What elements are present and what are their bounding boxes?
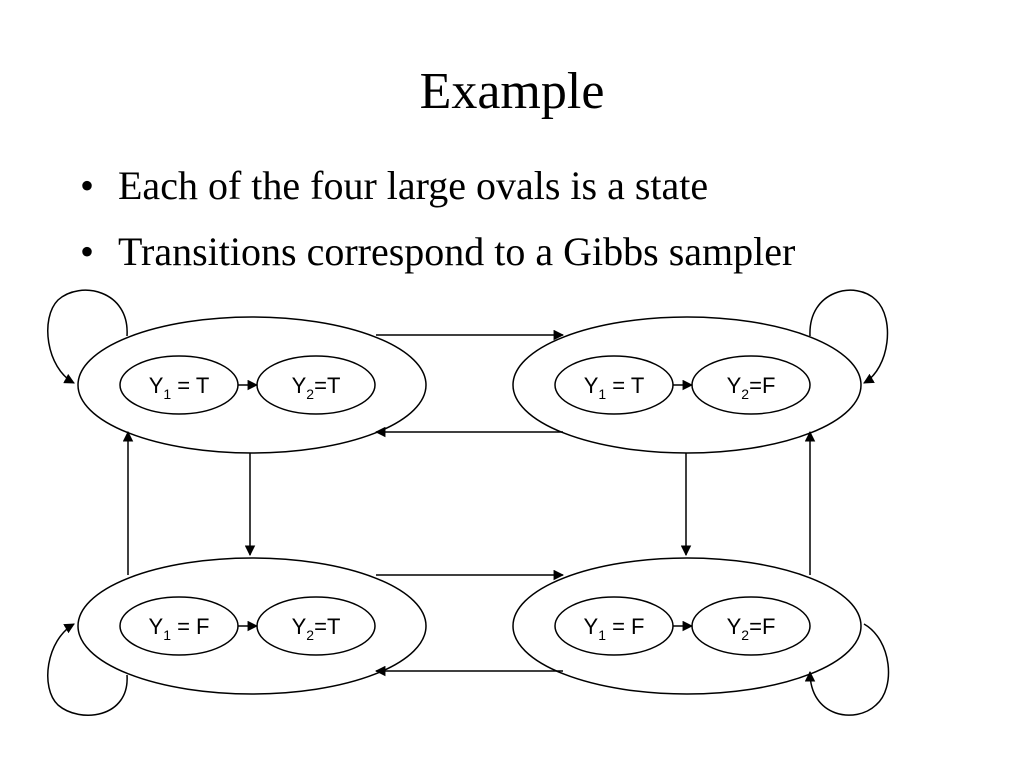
variable-name: Y bbox=[149, 614, 164, 639]
self-loop-ft bbox=[47, 623, 128, 716]
self-loop-ff bbox=[804, 623, 890, 716]
variable-label: Y1 = T bbox=[149, 373, 210, 402]
variable-value: =T bbox=[314, 614, 340, 639]
variable-value: = F bbox=[606, 614, 645, 639]
bullet-item: • Each of the four large ovals is a stat… bbox=[80, 166, 795, 206]
bullet-text: Each of the four large ovals is a state bbox=[118, 163, 709, 208]
self-loop-tt bbox=[47, 289, 128, 384]
bullet-text: Transitions correspond to a Gibbs sample… bbox=[118, 229, 796, 274]
state-oval bbox=[77, 316, 427, 454]
bullet-icon: • bbox=[80, 163, 95, 208]
variable-subscript: 1 bbox=[163, 386, 171, 402]
variable-value: =T bbox=[314, 373, 340, 398]
variable-value: = F bbox=[171, 614, 210, 639]
variable-name: Y bbox=[727, 614, 742, 639]
variable-name: Y bbox=[727, 373, 742, 398]
variable-name: Y bbox=[584, 614, 599, 639]
slide-title: Example bbox=[419, 63, 605, 120]
variable-label: Y1 = F bbox=[584, 614, 645, 643]
variable-label: Y2=F bbox=[727, 614, 776, 643]
variable-value: =F bbox=[749, 373, 775, 398]
variable-name: Y bbox=[292, 373, 307, 398]
variable-subscript: 2 bbox=[741, 627, 749, 643]
state-oval bbox=[512, 557, 862, 695]
bullet-icon: • bbox=[80, 229, 95, 274]
bullet-list: • Each of the four large ovals is a stat… bbox=[80, 166, 795, 298]
bullet-item: • Transitions correspond to a Gibbs samp… bbox=[80, 232, 795, 272]
variable-label: Y2=T bbox=[292, 614, 341, 643]
variable-label: Y2=F bbox=[727, 373, 776, 402]
state-oval bbox=[77, 557, 427, 695]
variable-name: Y bbox=[292, 614, 307, 639]
variable-label: Y2=T bbox=[292, 373, 341, 402]
variable-subscript: 1 bbox=[163, 627, 171, 643]
variable-subscript: 2 bbox=[306, 627, 314, 643]
variable-label: Y1 = T bbox=[584, 373, 645, 402]
state-oval bbox=[512, 316, 862, 454]
variable-subscript: 1 bbox=[598, 627, 606, 643]
variable-subscript: 2 bbox=[306, 386, 314, 402]
variable-value: =F bbox=[749, 614, 775, 639]
variable-value: = T bbox=[171, 373, 209, 398]
variable-name: Y bbox=[149, 373, 164, 398]
variable-label: Y1 = F bbox=[149, 614, 210, 643]
variable-name: Y bbox=[584, 373, 599, 398]
self-loop-tf bbox=[809, 289, 889, 384]
variable-value: = T bbox=[606, 373, 644, 398]
variable-subscript: 1 bbox=[598, 386, 606, 402]
variable-subscript: 2 bbox=[741, 386, 749, 402]
transitions-layer bbox=[47, 289, 890, 716]
